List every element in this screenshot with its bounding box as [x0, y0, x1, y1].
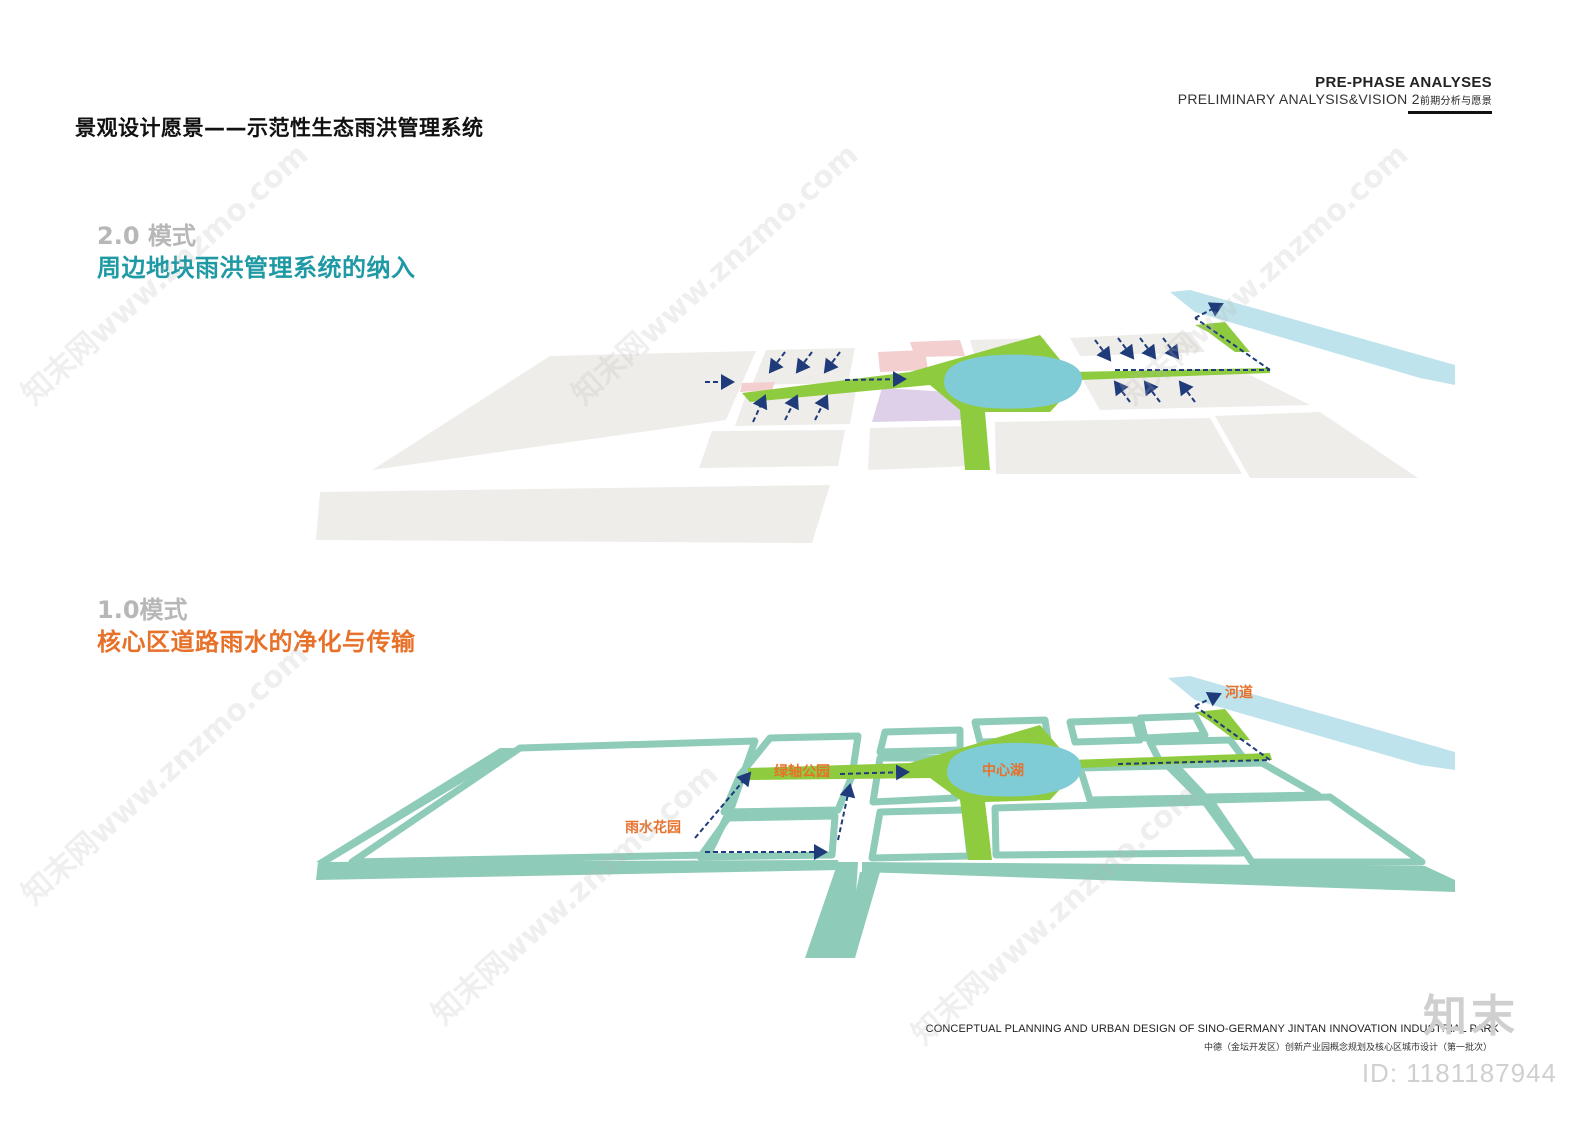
block-upper-9	[1080, 370, 1310, 410]
mode2-title: 周边地块雨洪管理系统的纳入	[97, 254, 416, 282]
lake-lower	[947, 742, 1082, 797]
road-network	[348, 712, 1426, 866]
label-river: 河道	[1225, 684, 1253, 701]
lake-upper	[944, 354, 1083, 409]
section-subtitle-en: PRELIMINARY ANALYSIS&VISION	[1177, 91, 1408, 107]
block-upper-purple	[872, 388, 965, 422]
section-number: 2	[1411, 91, 1420, 107]
section-header: PRE-PHASE ANALYSES PRELIMINARY ANALYSIS&…	[1178, 74, 1492, 107]
footer-project-en: CONCEPTUAL PLANNING AND URBAN DESIGN OF …	[925, 1023, 1499, 1035]
footer-project-cn: 中德（金坛开发区）创新产业园概念规划及核心区城市设计（第一批次）	[1203, 1043, 1492, 1053]
header-rule	[1408, 111, 1492, 114]
trunk-road-horizontal-right	[862, 862, 1455, 892]
mode1-title: 核心区道路雨水的净化与传输	[97, 628, 416, 656]
block-upper-1	[372, 351, 756, 470]
block-upper-2	[316, 485, 830, 543]
watermark-id: ID: 1181187944	[1361, 1058, 1557, 1088]
block-upper-3	[699, 430, 845, 468]
block-upper-8	[1215, 412, 1418, 478]
block-upper-6	[868, 426, 974, 470]
mode2-number: 2.0 模式	[97, 222, 196, 250]
flow-arrows-lower	[694, 691, 1271, 860]
block-upper-7	[995, 418, 1242, 474]
river-lower	[1168, 676, 1455, 770]
road-left-diagonal	[316, 748, 520, 862]
label-central-lake: 中心湖	[982, 762, 1024, 779]
section-subtitle-cn: 前期分析与愿景	[1419, 96, 1492, 107]
label-rain-garden: 雨水花园	[625, 819, 681, 836]
page-title: 景观设计愿景——示范性生态雨洪管理系统	[75, 116, 484, 140]
mode2-diagram	[316, 290, 1455, 543]
section-title-en: PRE-PHASE ANALYSES	[1315, 74, 1492, 91]
trunk-road-vertical-right	[842, 872, 880, 958]
label-green-axis-park: 绿轴公园	[774, 763, 830, 780]
river-upper	[1170, 290, 1455, 385]
block-upper-pink-2	[910, 340, 965, 357]
mode1-number: 1.0模式	[97, 596, 188, 624]
block-upper-pink-3	[740, 382, 775, 392]
trunk-road-vertical	[805, 862, 858, 958]
mode1-diagram: 河道 绿轴公园 中心湖 雨水花园	[316, 676, 1455, 958]
section-subtitle: PRELIMINARY ANALYSIS&VISION 2前期分析与愿景	[1178, 91, 1492, 107]
flow-arrows-upper	[705, 302, 1271, 423]
watermark-logo: 知末	[1423, 991, 1519, 1042]
trunk-road-horizontal	[316, 860, 840, 880]
